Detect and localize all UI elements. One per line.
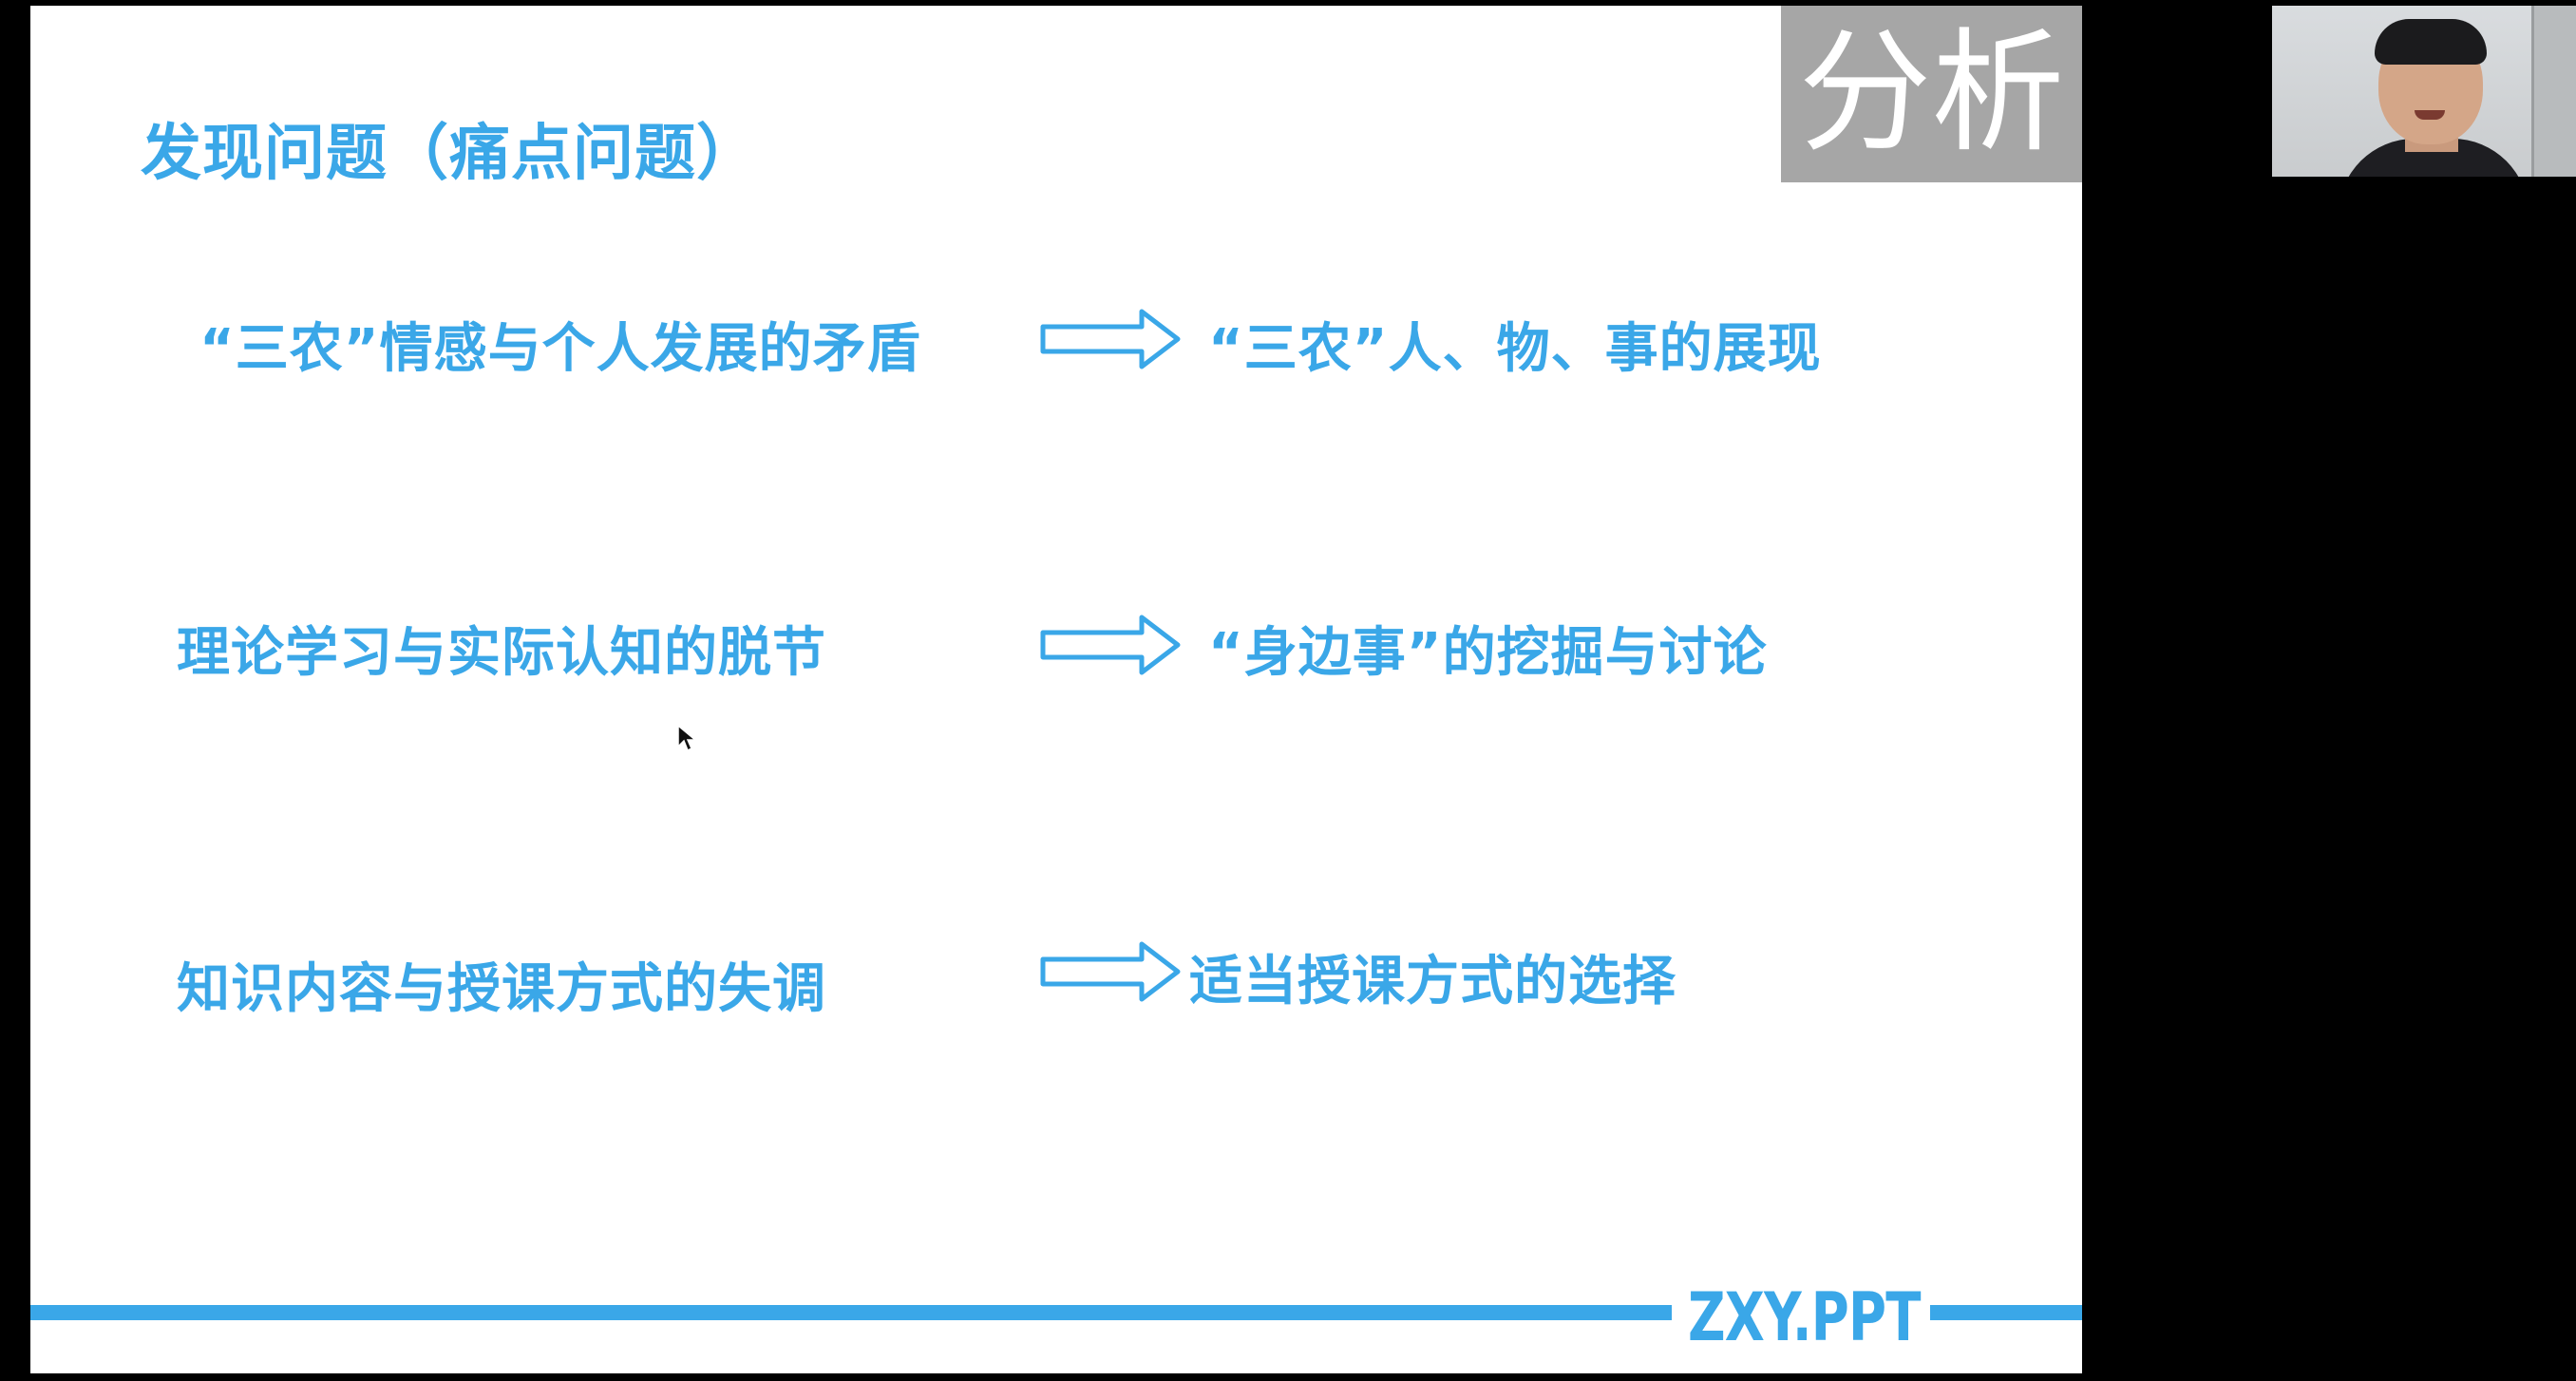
- slide-title: 发现问题（痛点问题）: [141, 119, 758, 189]
- solution-text-1: “三农”人、物、事的展现: [1208, 318, 1822, 380]
- solution-text-3: 适当授课方式的选择: [1189, 951, 1676, 1012]
- right-arrow-icon: [1040, 941, 1181, 1002]
- right-arrow-icon: [1040, 615, 1181, 675]
- footer-logo: ZXY.PPT: [1688, 1278, 1922, 1356]
- presenter-webcam-video: [2272, 6, 2576, 177]
- problem-text-2: 理论学习与实际认知的脱节: [177, 622, 826, 684]
- presenter-mouth: [2415, 110, 2445, 120]
- presenter-hair: [2375, 19, 2487, 65]
- problem-text-1: “三农”情感与个人发展的矛盾: [199, 318, 921, 380]
- presentation-slide: 发现问题（痛点问题） 分析 “三农”情感与个人发展的矛盾 “三农”人、物、事的展…: [30, 6, 2082, 1373]
- background-door: [2531, 6, 2576, 177]
- solution-text-2: “身边事”的挖掘与讨论: [1208, 622, 1768, 684]
- problem-text-3: 知识内容与授课方式的失调: [177, 958, 826, 1020]
- footer-line-right: [1930, 1305, 2082, 1320]
- footer-line-left: [30, 1305, 1672, 1320]
- right-arrow-icon: [1040, 309, 1181, 369]
- mouse-cursor-icon: [677, 724, 697, 752]
- section-tag: 分析: [1781, 6, 2082, 182]
- section-tag-label: 分析: [1798, 16, 2065, 171]
